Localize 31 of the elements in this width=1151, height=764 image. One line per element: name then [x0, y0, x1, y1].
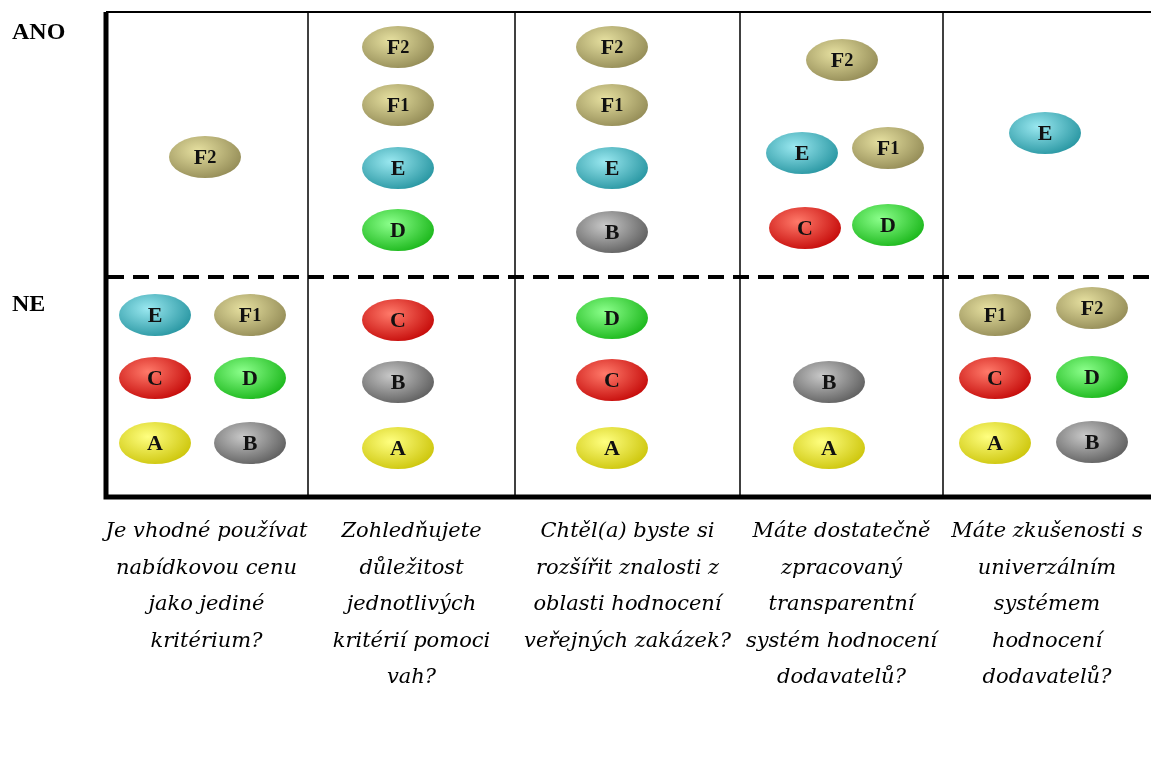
answer-ellipse: E	[1009, 112, 1081, 154]
answer-ellipse: A	[119, 422, 191, 464]
answer-ellipse: E	[576, 147, 648, 189]
axis-label: NE	[12, 290, 46, 317]
answer-ellipse: A	[576, 427, 648, 469]
answer-ellipse: B	[214, 422, 286, 464]
answer-ellipse: C	[576, 359, 648, 401]
answer-ellipse: B	[793, 361, 865, 403]
question-text: Zohledňujete důležitost jednotlivých kritérií pomoci vah?	[331, 517, 492, 690]
answer-ellipse: A	[362, 427, 434, 469]
answer-ellipse: C	[769, 207, 841, 249]
question-text: Chtěl(a) byste si rozšířit znalosti z oblasti hodnocení veřejných zakázek?	[523, 517, 732, 654]
answer-ellipse: E	[119, 294, 191, 336]
axis-label: ANO	[12, 18, 66, 45]
answer-ellipse: B	[1056, 421, 1128, 463]
answer-ellipse: A	[959, 422, 1031, 464]
answer-ellipse: B	[362, 361, 434, 403]
answer-ellipse: C	[119, 357, 191, 399]
answer-ellipse: E	[766, 132, 838, 174]
answer-ellipse: D	[576, 297, 648, 339]
answer-ellipse: D	[214, 357, 286, 399]
answer-ellipse: A	[793, 427, 865, 469]
question-text: Máte dostatečně zpracovaný transparentní systém hodnocení dodavatelů?	[744, 517, 940, 690]
answer-ellipse: D	[362, 209, 434, 251]
question-text: Máte zkušenosti s univerzálním systémem hodnocení dodavatelů?	[950, 517, 1144, 690]
answer-ellipse: E	[362, 147, 434, 189]
answer-ellipse: C	[959, 357, 1031, 399]
answer-ellipse: C	[362, 299, 434, 341]
answer-ellipse: D	[1056, 356, 1128, 398]
answer-ellipse: B	[576, 211, 648, 253]
answer-ellipse: D	[852, 204, 924, 246]
